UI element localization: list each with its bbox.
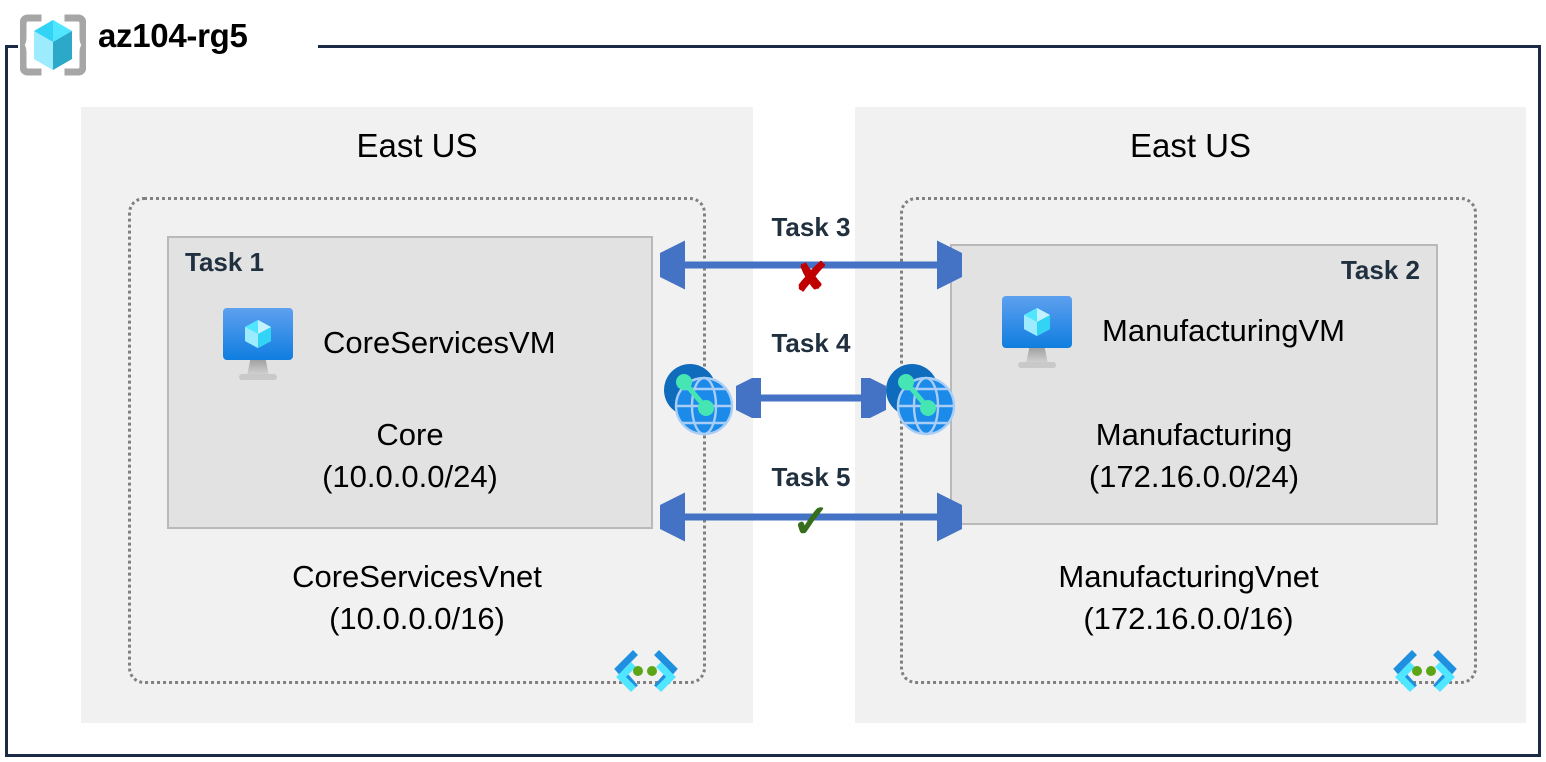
connector-label-task3: Task 3 xyxy=(771,212,851,242)
subnet-label-core: Core (10.0.0.0/24) xyxy=(169,414,651,498)
virtual-machine-icon xyxy=(215,300,301,386)
vnet-name-text: ManufacturingVnet xyxy=(1058,559,1319,594)
virtual-network-icon xyxy=(613,649,679,693)
vnet-cidr-text: (172.16.0.0/16) xyxy=(1083,600,1294,636)
green-check-mark: ✓ xyxy=(791,495,831,547)
vnet-label-manufacturing: ManufacturingVnet (172.16.0.0/16) xyxy=(903,556,1474,640)
virtual-machine-icon xyxy=(994,288,1080,374)
subnet-cidr-text: (10.0.0.0/24) xyxy=(322,458,498,494)
vm-name-manufacturing: ManufacturingVM xyxy=(1102,313,1345,348)
vnet-container-manufacturing: ManufacturingVnet (172.16.0.0/16) xyxy=(900,197,1477,692)
vnet-cidr-text: (10.0.0.0/16) xyxy=(329,600,505,636)
subnet-name-text: Manufacturing xyxy=(1095,417,1293,452)
subnet-label-manufacturing: Manufacturing (172.16.0.0/24) xyxy=(952,414,1436,498)
connector-label-task5: Task 5 xyxy=(771,462,851,492)
vnet-peering-icon xyxy=(882,360,958,436)
vnet-peering-icon xyxy=(660,360,736,436)
vm-name-coreservices: CoreServicesVM xyxy=(323,325,556,360)
task-badge-task1: Task 1 xyxy=(185,247,265,277)
azure-resource-group-cube-icon xyxy=(13,14,93,76)
resource-group-frame xyxy=(5,45,1541,757)
connector-task3: Task 3 ✘ xyxy=(660,212,962,298)
task-badge-task2: Task 2 xyxy=(1340,255,1420,285)
virtual-network-icon xyxy=(1392,649,1458,693)
red-x-mark: ✘ xyxy=(794,256,828,300)
vnet-container-coreservices: CoreServicesVnet (10.0.0.0/16) xyxy=(128,197,706,692)
resource-group-title: az104-rg5 xyxy=(98,17,248,54)
connector-task4: Task 4 xyxy=(660,328,962,438)
subnet-name-text: Core xyxy=(376,417,444,452)
connector-task5: Task 5 ✓ xyxy=(660,462,962,552)
subnet-cidr-text: (172.16.0.0/24) xyxy=(1088,458,1300,494)
task3-arrow-icon xyxy=(660,240,962,290)
vnet-label-coreservices: CoreServicesVnet (10.0.0.0/16) xyxy=(131,556,703,640)
vm-row-coreservices: CoreServicesVM xyxy=(215,300,556,386)
vm-row-manufacturing: ManufacturingVM xyxy=(994,288,1345,374)
subnet-box-core: Task 1 xyxy=(167,236,653,529)
vnet-name-text: CoreServicesVnet xyxy=(292,559,542,594)
subnet-box-manufacturing: Task 2 xyxy=(950,244,1438,525)
region-label-right: East US xyxy=(1129,127,1252,164)
connector-label-task4: Task 4 xyxy=(771,328,851,358)
task5-arrow-icon xyxy=(660,492,962,542)
task4-arrow-icon xyxy=(736,378,886,418)
region-label-left: East US xyxy=(356,127,478,164)
